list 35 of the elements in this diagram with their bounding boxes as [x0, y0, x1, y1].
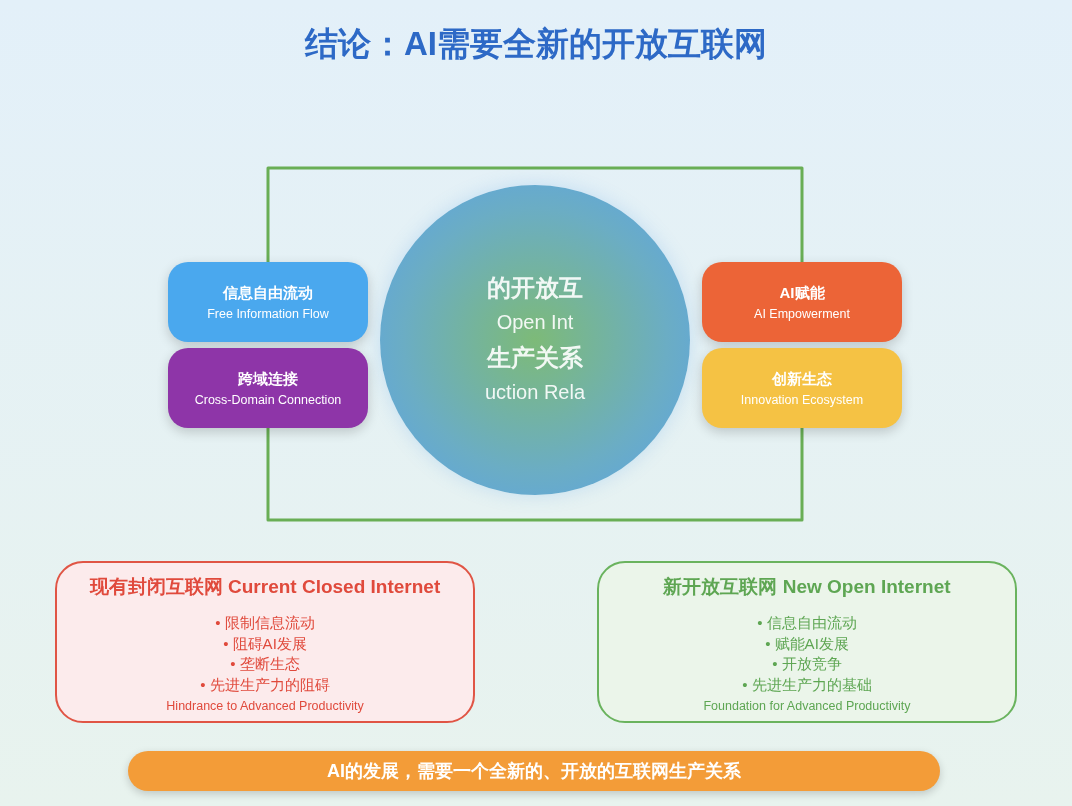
panel-heading: 现有封闭互联网 Current Closed Internet: [89, 575, 441, 599]
card-subtitle: Innovation Ecosystem: [740, 391, 864, 408]
connector-line: [266, 166, 804, 262]
card-subtitle: Free Information Flow: [207, 305, 329, 322]
conclusion-banner: [128, 751, 940, 791]
feature-card: [168, 348, 368, 428]
feature-card: [702, 348, 902, 428]
circle-text: uction Rela: [484, 380, 586, 405]
circle-text: 的开放互: [487, 273, 583, 303]
bullet-item: • 阻碍AI发展: [223, 633, 307, 654]
panel-note: Hindrance to Advanced Productivity: [166, 698, 364, 714]
card-title: 跨域连接: [238, 368, 298, 389]
feature-card: [168, 262, 368, 342]
comparison-panel: [597, 561, 1017, 723]
card-title: 创新生态: [772, 368, 832, 389]
circle-text: 生产关系: [487, 343, 583, 373]
bullet-item: • 赋能AI发展: [765, 633, 849, 654]
bullet-item: • 垄断生态: [230, 654, 300, 674]
bullet-item: • 开放竞争: [772, 654, 842, 674]
card-title: 信息自由流动: [223, 282, 313, 303]
panel-heading: 新开放互联网 New Open Internet: [663, 575, 951, 599]
comparison-panel: [55, 561, 475, 723]
card-subtitle: AI Empowerment: [754, 305, 850, 322]
card-title: AI赋能: [779, 282, 825, 303]
bullet-item: • 先进生产力的基础: [742, 674, 872, 695]
feature-card: [702, 262, 902, 342]
bullet-item: • 先进生产力的阻碍: [200, 674, 330, 695]
page-title: 结论：AI需要全新的开放互联网: [305, 24, 767, 64]
card-subtitle: Cross-Domain Connection: [194, 391, 342, 408]
banner-text: AI的发展，需要一个全新的、开放的互联网生产关系: [327, 760, 741, 783]
bullet-item: • 限制信息流动: [215, 613, 315, 633]
connector-line: [266, 428, 804, 522]
panel-note: Foundation for Advanced Productivity: [703, 698, 911, 714]
bullet-item: • 信息自由流动: [757, 613, 857, 633]
circle-text: Open Int: [496, 310, 574, 335]
